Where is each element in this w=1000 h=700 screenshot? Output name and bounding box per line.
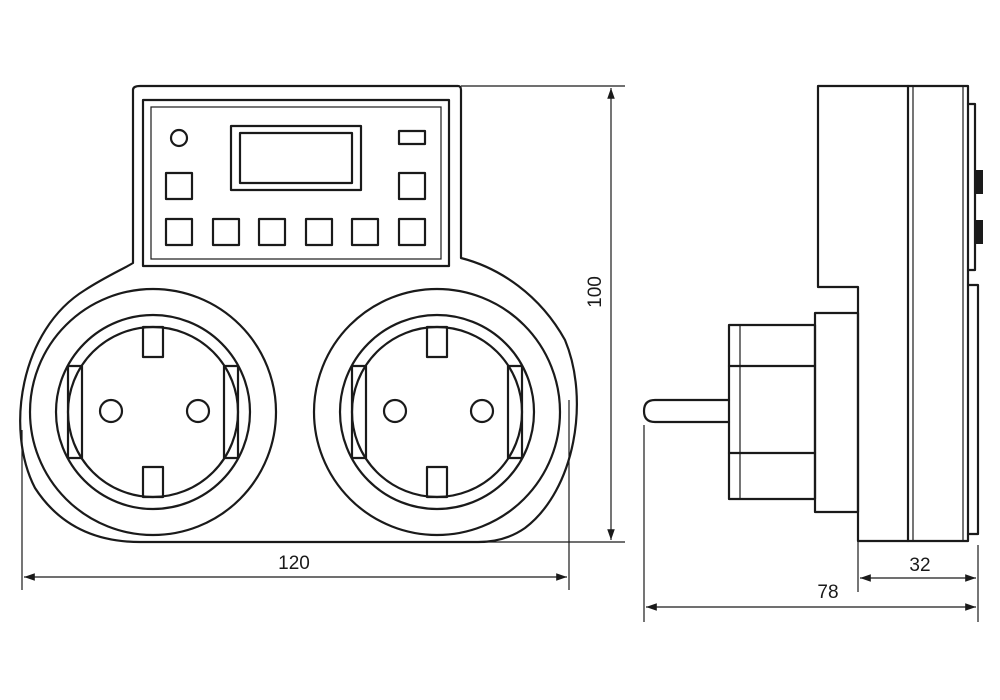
depth-body-label: 32 xyxy=(909,555,930,576)
width-label: 120 xyxy=(278,553,310,574)
socket-left-rim xyxy=(28,287,278,537)
socket-right-ground-bottom xyxy=(425,465,449,499)
side-button-2[interactable] xyxy=(975,220,983,244)
side-socket-bulge xyxy=(966,283,980,536)
front-view xyxy=(19,84,578,544)
socket-left-side-right xyxy=(222,364,240,460)
lcd-display xyxy=(229,124,363,192)
socket-left-ground-bottom xyxy=(141,465,165,499)
socket-left-ground-top xyxy=(141,325,165,359)
depth-total-label: 78 xyxy=(817,582,838,603)
socket-left-side-left xyxy=(66,364,84,460)
control-panel-inner xyxy=(150,106,442,260)
socket-left-recess xyxy=(66,325,240,499)
socket-right-side-left xyxy=(350,364,368,460)
button-row-5[interactable] xyxy=(350,217,380,247)
socket-left-pin-hole-2 xyxy=(185,398,211,424)
control-panel-outer xyxy=(141,98,451,268)
dimension-width: 120 xyxy=(21,400,570,590)
indicator-led-icon xyxy=(169,128,189,148)
side-view xyxy=(642,84,983,543)
side-button-1[interactable] xyxy=(975,170,983,194)
socket-right-recess xyxy=(350,325,524,499)
socket-left-pin-hole-1 xyxy=(98,398,124,424)
socket-right-pin-hole-1 xyxy=(382,398,408,424)
dimension-depth-body: 32 xyxy=(857,541,976,592)
dimension-depth-total: 78 xyxy=(643,425,979,622)
dimension-height: 100 xyxy=(461,85,625,543)
button-row-2[interactable] xyxy=(211,217,241,247)
plug-collar xyxy=(813,311,860,514)
plug-body xyxy=(727,323,817,501)
button-row-4[interactable] xyxy=(304,217,334,247)
button-left-top[interactable] xyxy=(164,171,194,201)
socket-right xyxy=(312,287,562,537)
socket-right-ground-top xyxy=(425,325,449,359)
button-right-top[interactable] xyxy=(397,171,427,201)
button-row-3[interactable] xyxy=(257,217,287,247)
indicator-slot-icon xyxy=(397,129,427,146)
socket-right-rim xyxy=(312,287,562,537)
socket-left xyxy=(28,287,278,537)
button-row-6[interactable] xyxy=(397,217,427,247)
socket-left-face xyxy=(54,313,252,511)
socket-right-side-right xyxy=(506,364,524,460)
socket-right-pin-hole-2 xyxy=(469,398,495,424)
height-label: 100 xyxy=(585,276,606,308)
button-row-1[interactable] xyxy=(164,217,194,247)
plug-pin xyxy=(642,398,731,424)
socket-right-face xyxy=(338,313,536,511)
front-body-outline xyxy=(19,84,578,544)
lcd-screen xyxy=(238,131,354,185)
